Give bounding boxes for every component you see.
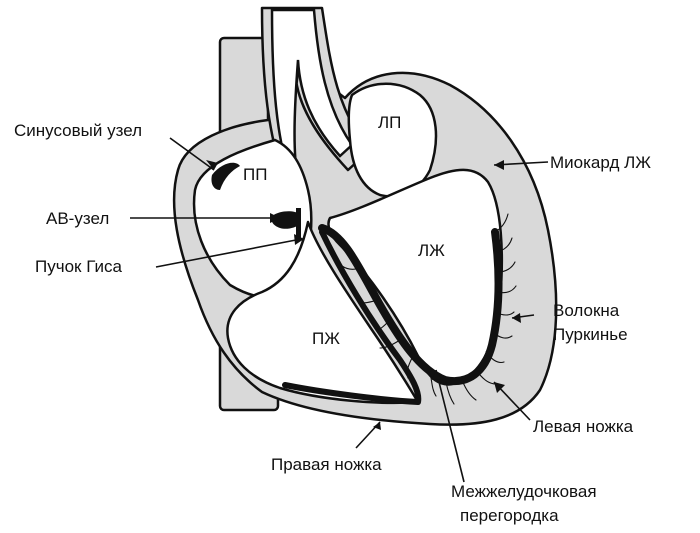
arrow-heads [206, 160, 521, 430]
sinus-node-shape [211, 162, 240, 190]
chamber-rv-label: ПЖ [312, 329, 340, 348]
label-right-branch: Правая ножка [271, 455, 382, 474]
label-septum-line1: Межжелудочковая [451, 482, 597, 501]
label-septum-line2: перегородка [460, 506, 559, 525]
chamber-lv-label: ЛЖ [418, 241, 445, 260]
label-left-branch: Левая ножка [533, 417, 634, 436]
label-his-bundle: Пучок Гиса [35, 257, 122, 276]
label-purkinje-line1: Волокна [553, 301, 620, 320]
left-atrium-cavity [347, 82, 438, 198]
aorta [260, 6, 372, 190]
chamber-la-label: ЛП [378, 113, 401, 132]
right-bundle-branch [282, 229, 422, 405]
left-bundle-branch [318, 224, 503, 386]
label-purkinje-line2: Пуркинье [553, 325, 628, 344]
av-node-shape [271, 208, 301, 238]
right-ventricle-cavity [226, 220, 420, 405]
label-sinus-node: Синусовый узел [14, 121, 142, 140]
chamber-ra-label: ПП [243, 165, 267, 184]
label-av-node: АВ-узел [46, 209, 109, 228]
label-lv-myocardium: Миокард ЛЖ [550, 153, 651, 172]
purkinje-fibers [341, 213, 517, 405]
